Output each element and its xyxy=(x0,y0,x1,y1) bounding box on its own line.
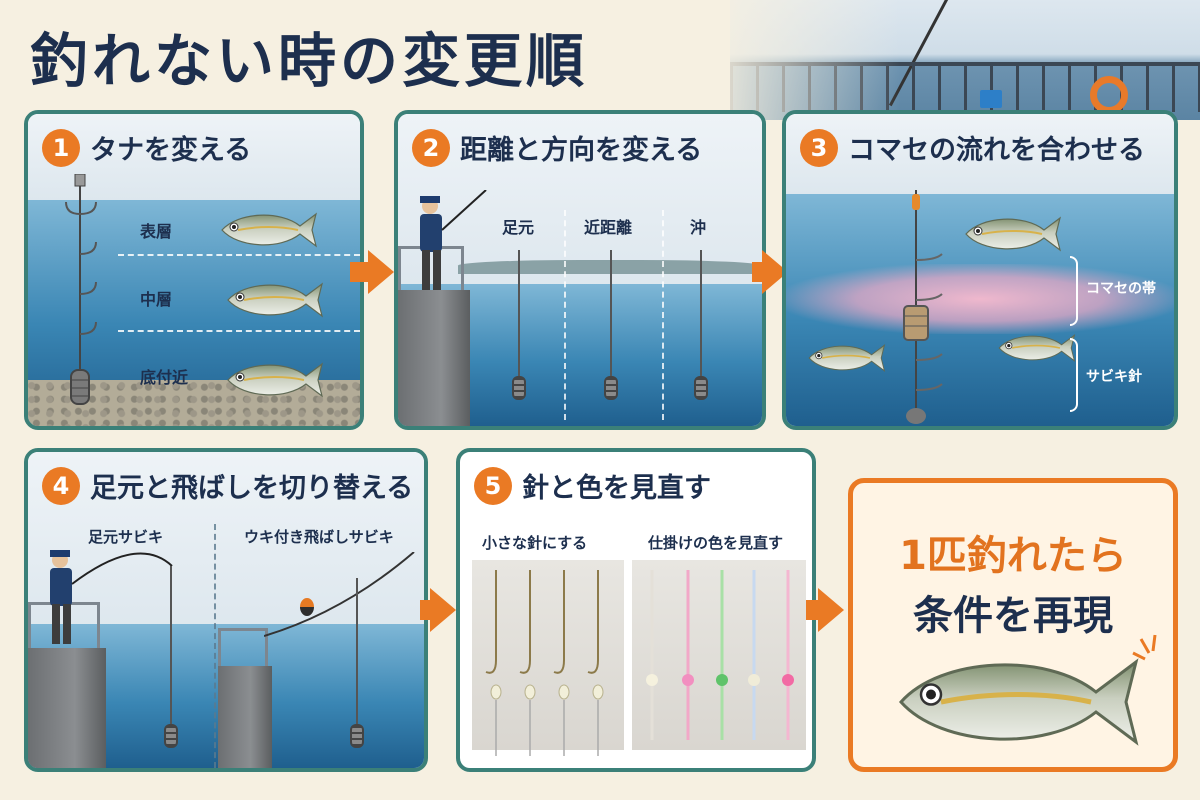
depth-divider xyxy=(118,254,360,256)
step-number-badge: 4 xyxy=(42,466,80,505)
small-hook-label: 小さな針にする xyxy=(482,534,588,552)
sparkle-icon xyxy=(1132,634,1157,661)
color-sample-card xyxy=(632,560,806,750)
arrow-right-icon xyxy=(350,262,372,282)
step-2-header: 2 距離と方向を変える xyxy=(412,128,702,167)
sabiki-rig-icon xyxy=(903,190,943,424)
fish-icon xyxy=(221,213,317,247)
life-buoy-icon xyxy=(1090,76,1128,114)
fish-icon xyxy=(881,647,1151,757)
distance-divider xyxy=(564,210,566,420)
pier-wall xyxy=(398,290,470,426)
fish-icon xyxy=(808,344,886,372)
hook-sample-card xyxy=(472,560,624,756)
step-4-header: 4 足元と飛ばしを切り替える xyxy=(42,466,413,505)
arrow-right-icon xyxy=(818,588,844,632)
step-2-title: 距離と方向を変える xyxy=(460,135,703,166)
step-number-badge: 1 xyxy=(42,128,80,167)
bracket xyxy=(1070,338,1078,412)
step-3-title: コマセの流れを合わせる xyxy=(848,135,1145,166)
method-divider xyxy=(214,524,216,768)
layer-surface-label: 表層 xyxy=(140,222,173,241)
final-tip-line-1: 1匹釣れたら xyxy=(899,533,1127,579)
pier-wall xyxy=(28,648,106,768)
layer-bottom-label: 底付近 xyxy=(140,368,189,387)
position-far-label: 沖 xyxy=(690,218,707,237)
step-5-title: 針と色を見直す xyxy=(522,473,711,504)
distance-divider xyxy=(662,210,664,420)
step-number-badge: 2 xyxy=(412,128,450,167)
chum-band-label: コマセの帯 xyxy=(1086,281,1156,297)
sinker-icon xyxy=(164,724,178,748)
step-4-panel: 4 足元と飛ばしを切り替える 足元サビキ ウキ付き飛ばしサビキ xyxy=(24,448,428,772)
step-5-panel: 5 針と色を見直す 小さな針にする 仕掛けの色を見直す xyxy=(456,448,816,772)
sinker-icon xyxy=(512,376,526,400)
page-title: 釣れない時の変更順 xyxy=(30,27,589,95)
final-tip-box: 1匹釣れたら 条件を再現 xyxy=(848,478,1178,772)
step-2-panel: 2 距離と方向を変える 足元 近距離 沖 xyxy=(394,110,766,430)
fishing-line xyxy=(356,578,358,728)
pier-wall xyxy=(218,666,272,768)
sabiki-hook-label: サビキ針 xyxy=(1086,369,1142,385)
position-mid-label: 近距離 xyxy=(584,218,633,237)
background-fade xyxy=(700,0,900,120)
colored-rigs-icon xyxy=(646,570,794,740)
fishing-line xyxy=(518,250,520,380)
chum-cloud xyxy=(786,264,1174,334)
depth-divider xyxy=(118,330,360,332)
step-1-header: 1 タナを変える xyxy=(42,128,251,167)
fishing-line xyxy=(610,250,612,380)
sinker-icon xyxy=(694,376,708,400)
bracket xyxy=(1070,256,1078,326)
sabiki-rig-icon xyxy=(65,174,97,405)
position-near-label: 足元 xyxy=(502,218,535,237)
cast-line xyxy=(264,552,415,637)
sinker-icon xyxy=(604,376,618,400)
bucket-icon xyxy=(980,90,1002,108)
float-icon xyxy=(300,598,314,616)
hooks-icon xyxy=(485,570,604,756)
method-cast-label: ウキ付き飛ばしサビキ xyxy=(244,528,394,546)
step-1-title: タナを変える xyxy=(90,135,252,166)
final-tip-line-2: 条件を再現 xyxy=(913,593,1113,639)
sinker-icon xyxy=(350,724,364,748)
step-1-panel: 1 タナを変える 表層 中層 底付近 xyxy=(24,110,364,430)
step-number-badge: 5 xyxy=(474,466,512,505)
arrow-right-icon xyxy=(368,250,394,294)
step-3-panel: 3 コマセの流れを合わせる コマセの帯 サビキ針 xyxy=(782,110,1178,430)
rig-color-label: 仕掛けの色を見直す xyxy=(648,534,784,552)
angler-icon xyxy=(420,190,487,290)
angler-icon xyxy=(50,550,173,644)
step-number-badge: 3 xyxy=(800,128,838,167)
fishing-line xyxy=(170,566,172,726)
fishing-line xyxy=(700,250,702,380)
fish-icon xyxy=(998,334,1076,362)
step-3-header: 3 コマセの流れを合わせる xyxy=(800,128,1145,167)
layer-middle-label: 中層 xyxy=(140,290,173,309)
fish-icon xyxy=(965,217,1061,251)
arrow-right-icon xyxy=(430,588,456,632)
fish-icon xyxy=(227,283,323,317)
step-4-title: 足元と飛ばしを切り替える xyxy=(90,473,414,504)
pier-rail xyxy=(218,628,268,666)
sky xyxy=(786,114,1174,194)
step-5-header: 5 針と色を見直す xyxy=(474,466,711,505)
fish-icon xyxy=(227,363,323,397)
method-near-label: 足元サビキ xyxy=(88,528,164,546)
